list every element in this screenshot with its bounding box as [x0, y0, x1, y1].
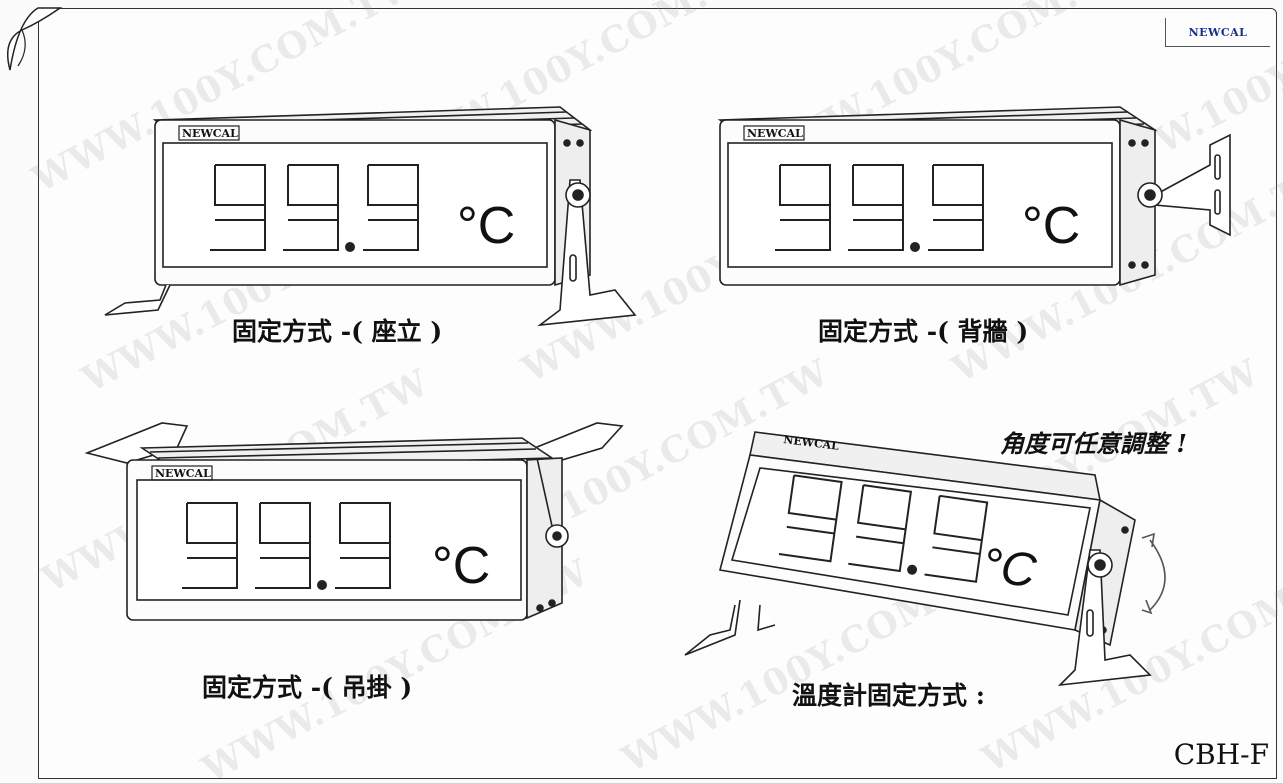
page-curl-icon	[7, 7, 63, 71]
brand-badge: NEWCAL	[1165, 18, 1270, 47]
adjustable-angle-illustration: NEWCAL °C	[684, 431, 1166, 687]
angle-adjustable-note: 角度可任意調整 !	[1000, 429, 1187, 458]
svg-text:NEWCAL: NEWCAL	[155, 467, 211, 480]
model-code: CBH-F	[1173, 738, 1269, 771]
unit-celsius: °C	[978, 538, 1039, 598]
svg-text:NEWCAL: NEWCAL	[182, 127, 238, 140]
caption-mounting-methods: 溫度計固定方式 :	[792, 681, 985, 710]
brand-logo-text: NEWCAL	[1188, 25, 1248, 39]
hanging-mount-illustration: NEWCAL °C	[84, 422, 624, 621]
svg-text:NEWCAL: NEWCAL	[747, 127, 803, 140]
stand-mount-illustration: NEWCAL °C	[104, 106, 637, 327]
caption-stand-mount: 固定方式 -( 座立 )	[232, 317, 443, 346]
seven-segment-display	[210, 164, 419, 252]
wall-mount-illustration: NEWCAL °C	[717, 106, 1231, 287]
unit-celsius: °C	[432, 537, 490, 595]
caption-wall-mount: 固定方式 -( 背牆 )	[818, 317, 1029, 346]
unit-celsius: °C	[457, 197, 515, 255]
unit-celsius: °C	[1022, 197, 1080, 255]
caption-hanging-mount: 固定方式 -( 吊掛 )	[202, 673, 413, 702]
